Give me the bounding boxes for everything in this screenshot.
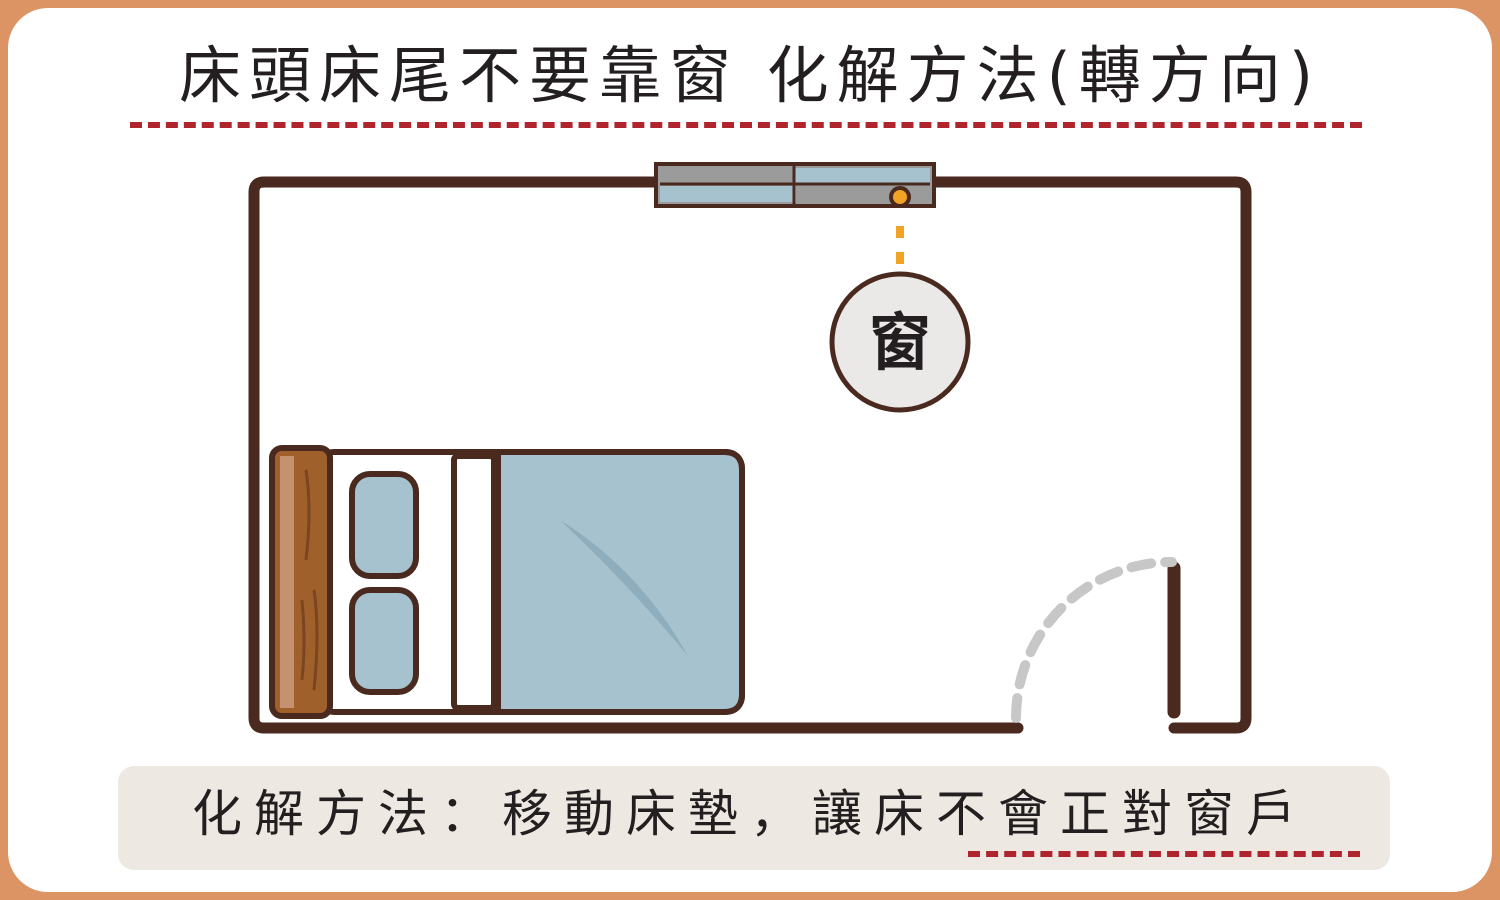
door-swing-arc xyxy=(1011,557,1177,723)
window xyxy=(654,162,936,208)
window-pane-left xyxy=(660,186,796,202)
bed xyxy=(269,445,745,719)
title-dashed-underline xyxy=(130,122,1362,128)
window-pane-right xyxy=(794,168,930,184)
window-label: 窗 xyxy=(869,306,931,379)
pillow-bottom xyxy=(349,587,419,695)
caption-dashed-underline xyxy=(968,851,1360,857)
pillow-top xyxy=(349,471,419,579)
bed-blanket xyxy=(495,449,745,715)
window-marker-dot xyxy=(889,186,911,208)
caption-text: 化解方法：移動床墊，讓床不會正對窗戶 xyxy=(192,785,1308,843)
page-title: 床頭床尾不要靠窗 化解方法(轉方向) xyxy=(178,39,1322,112)
window-label-badge xyxy=(829,271,971,413)
bed-sheet-fold xyxy=(451,453,497,711)
